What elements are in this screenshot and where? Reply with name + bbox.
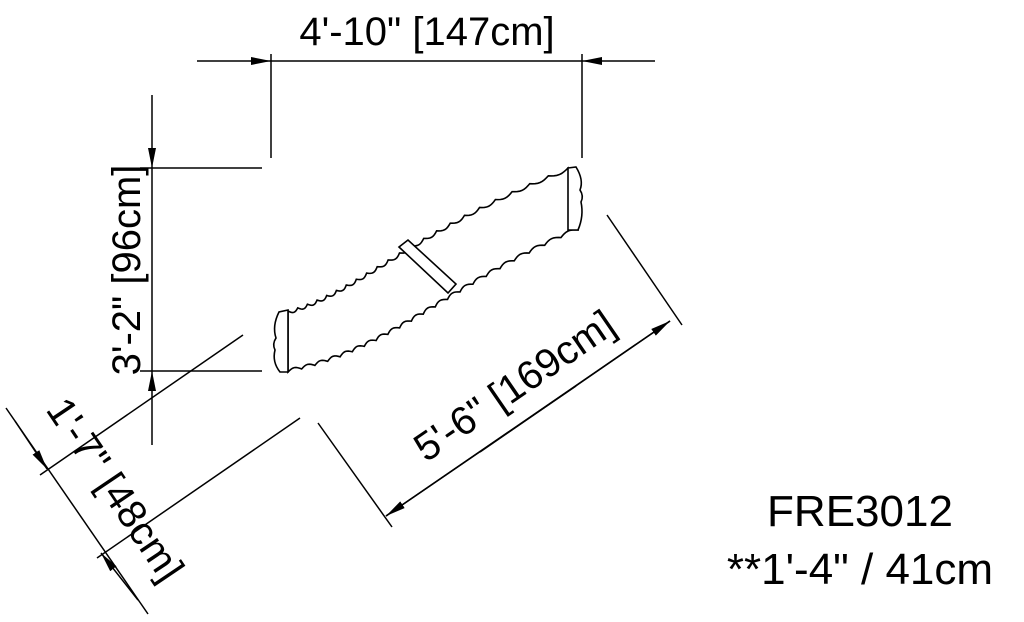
height-label: 3'-2" [96cm]	[105, 165, 149, 376]
hose-coupling	[397, 238, 458, 295]
hose-end-cap-right	[567, 166, 584, 231]
depth-dimension: 1'-7" [48cm]	[5, 334, 301, 615]
model-number: FRE3012	[767, 487, 953, 536]
length-label: 5'-6" [169cm]	[406, 302, 623, 470]
depth-label: 1'-7" [48cm]	[38, 390, 192, 589]
width-label: 4'-10" [147cm]	[299, 10, 554, 54]
flexible-hose-drawing	[272, 166, 584, 374]
model-note: **1'-4" / 41cm	[727, 545, 993, 594]
width-dimension: 4'-10" [147cm]	[197, 10, 655, 158]
height-dimension: 3'-2" [96cm]	[105, 95, 262, 445]
hose-end-cap-left	[272, 309, 289, 373]
